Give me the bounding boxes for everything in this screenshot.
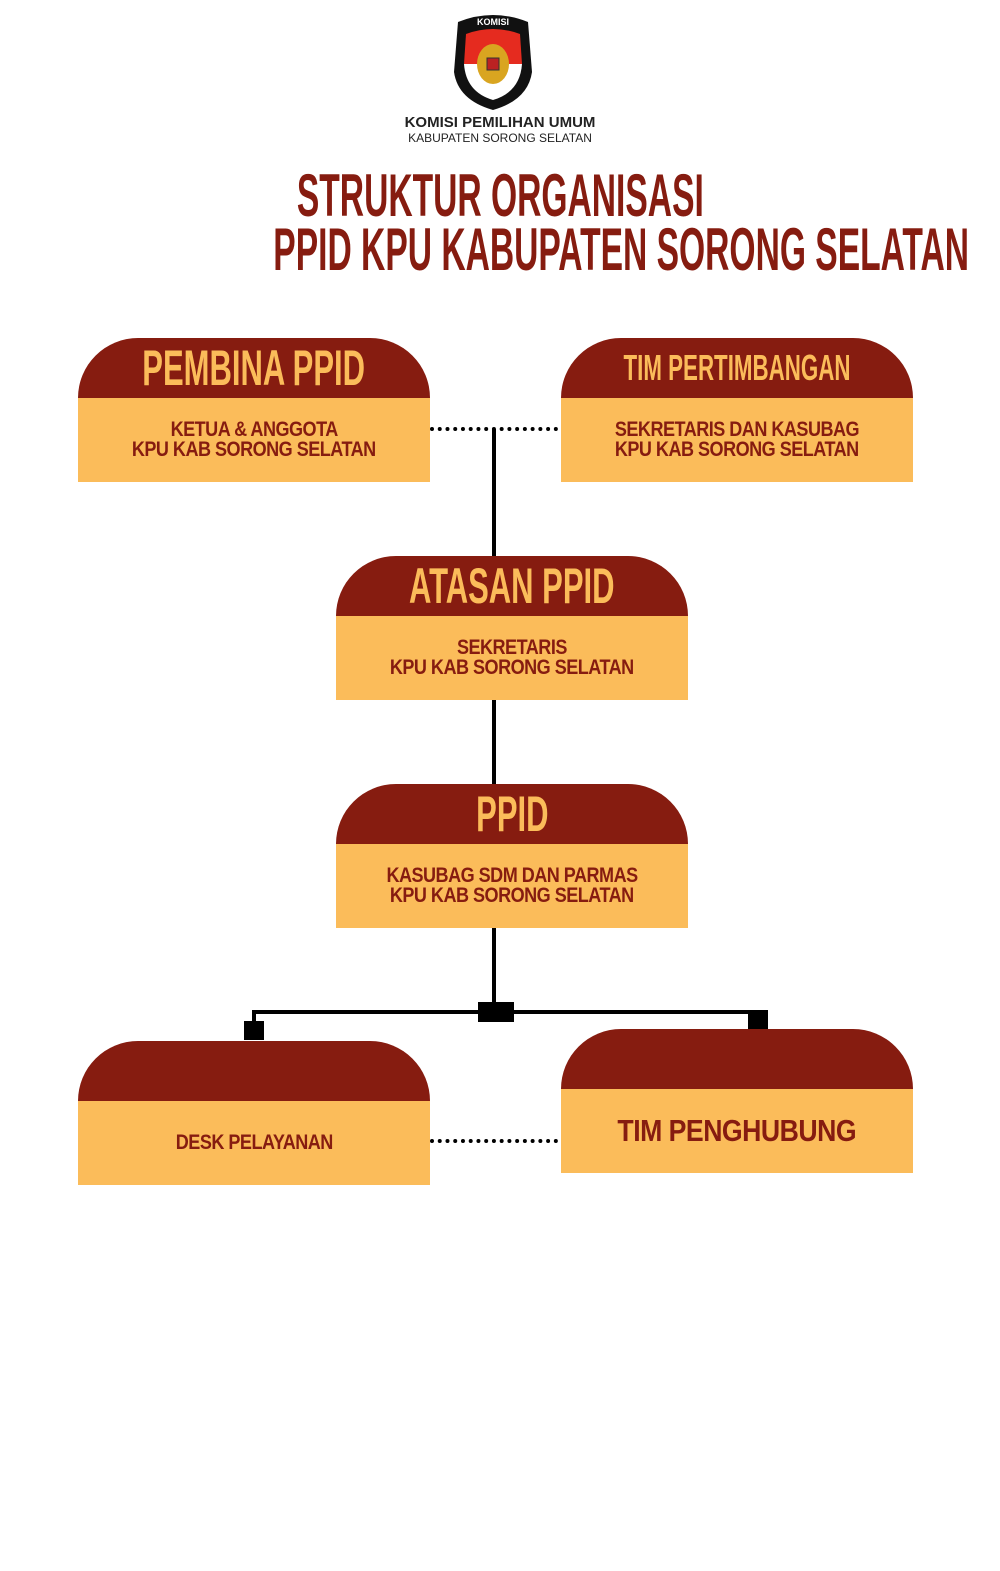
node-header: PEMBINA PPID	[78, 338, 430, 398]
node-header	[561, 1029, 913, 1089]
branch-junction	[478, 1002, 514, 1022]
kpu-logo: KOMISI	[454, 15, 532, 110]
node-header: PPID	[336, 784, 688, 844]
connector-ppid-down	[492, 928, 496, 1012]
desk-connector-cap	[244, 1021, 264, 1040]
node-header: ATASAN PPID	[336, 556, 688, 616]
org-name: KOMISI PEMILIHAN UMUM	[404, 114, 596, 131]
node-desk-pelayanan: DESK PELAYANAN	[78, 1041, 430, 1185]
title-line-1: STRUKTUR ORGANISASI	[296, 162, 704, 229]
node-header: TIM PERTIMBANGAN	[561, 338, 913, 398]
org-subtitle: KABUPATEN SORONG SELATAN	[408, 131, 592, 145]
node-body: TIM PENGHUBUNG	[561, 1089, 913, 1173]
node-header	[78, 1041, 430, 1101]
dotted-connector-bottom	[430, 1139, 558, 1143]
title-line-2: PPID KPU KABUPATEN SORONG SELATAN	[273, 216, 969, 283]
connector-to-ppid	[492, 700, 496, 784]
node-tim-penghubung: TIM PENGHUBUNG	[561, 1029, 913, 1173]
connector-to-desk	[252, 1010, 256, 1024]
logo-text-top: KOMISI	[477, 17, 509, 27]
penghubung-connector-cap	[748, 1010, 768, 1029]
connector-to-atasan	[492, 429, 496, 556]
node-body: DESK PELAYANAN	[78, 1101, 430, 1185]
